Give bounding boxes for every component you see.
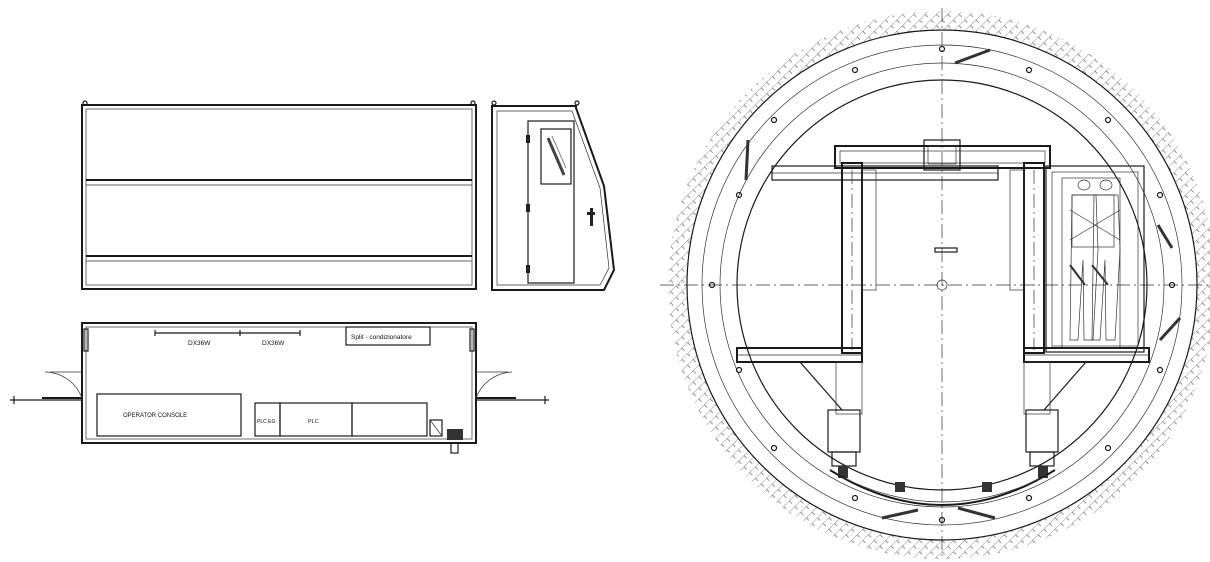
ac-unit-b-label: DX36W — [262, 340, 285, 347]
plc-cabinet-small-label: PLC EG — [257, 419, 275, 425]
operator-console-label: OPERATOR CONSOLE — [123, 413, 187, 419]
plan-view: DX36W DX36W Split - condizionatore OPERA… — [10, 322, 549, 454]
plc-cabinet-label: PLC — [308, 419, 319, 425]
front-elevation — [81, 100, 477, 290]
power-cabinet — [351, 402, 428, 437]
split-ac-label: Split - condizionatore — [351, 334, 412, 341]
ac-unit-a-label: DX36W — [188, 340, 211, 347]
tunnel-section — [660, 8, 1210, 560]
operator-cabin — [1045, 165, 1145, 353]
side-elevation — [491, 100, 616, 291]
operator-console — [96, 393, 242, 437]
